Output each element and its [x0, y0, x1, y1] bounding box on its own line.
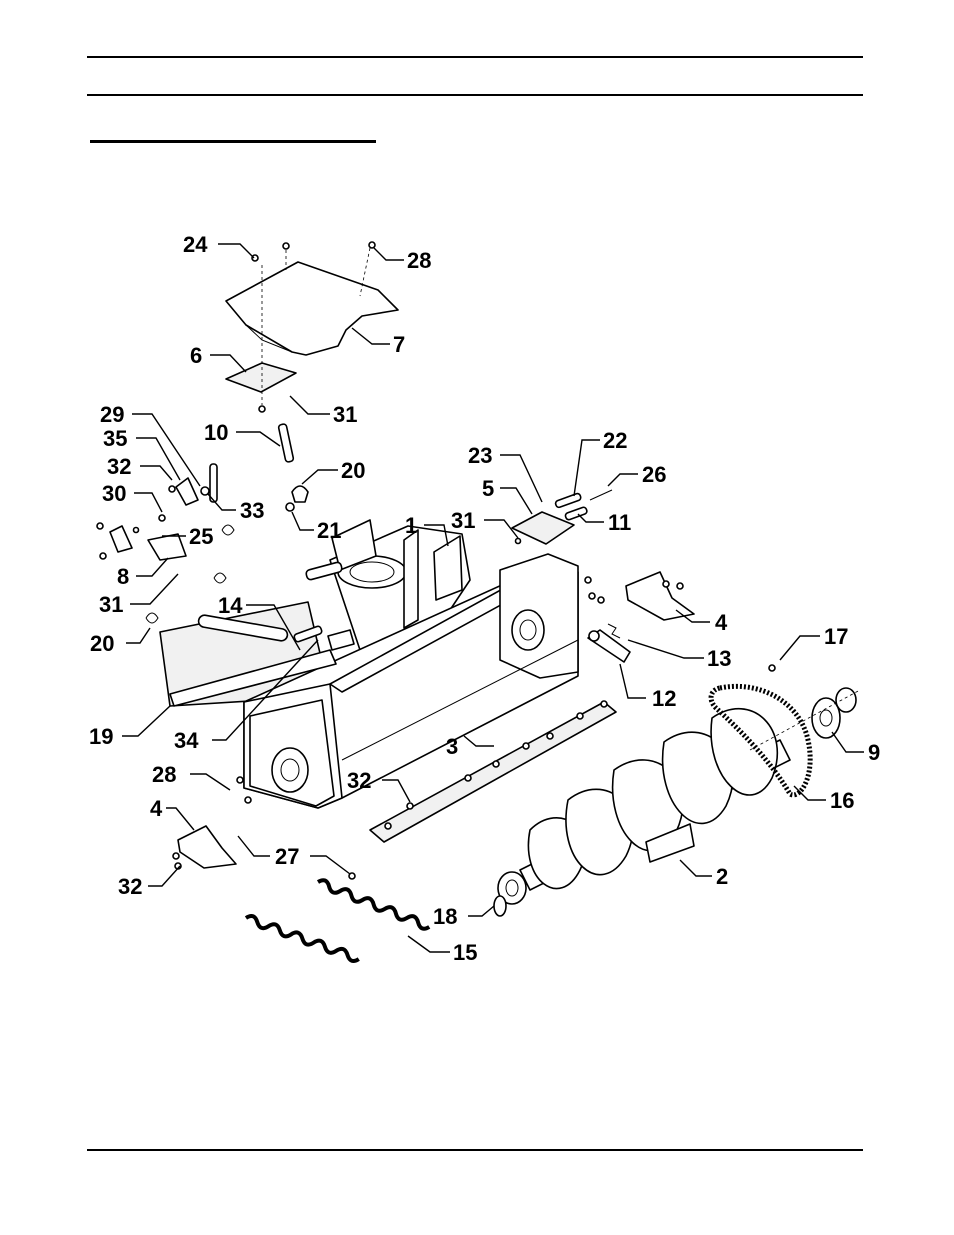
callout-18: 18: [433, 904, 457, 929]
callout-20-top: 20: [341, 458, 365, 483]
callout-32-left: 32: [107, 454, 131, 479]
callout-31-chute: 31: [451, 508, 475, 533]
callout-31-left: 31: [99, 592, 123, 617]
callout-27: 27: [275, 844, 299, 869]
callout-26: 26: [642, 462, 666, 487]
callout-23: 23: [468, 443, 492, 468]
callout-6: 6: [190, 343, 202, 368]
callout-5: 5: [482, 476, 494, 501]
top-cover-assembly: [226, 242, 398, 412]
callout-28: 28: [407, 248, 431, 273]
callout-11: 11: [608, 510, 631, 535]
skid-shoe-left: [173, 826, 236, 869]
main-housing: [160, 520, 604, 808]
callout-7: 7: [393, 332, 405, 357]
callout-16: 16: [830, 788, 854, 813]
callout-12: 12: [652, 686, 676, 711]
callout-20-left: 20: [90, 631, 114, 656]
callout-22: 22: [603, 428, 627, 453]
callout-8: 8: [117, 564, 129, 589]
callout-32-center: 32: [347, 768, 371, 793]
chute-rod: [278, 424, 294, 463]
callout-4-left: 4: [150, 796, 163, 821]
callout-17: 17: [824, 624, 848, 649]
callout-33: 33: [240, 498, 264, 523]
pivot-arm: [588, 624, 630, 662]
chute-parts: [512, 490, 612, 544]
callout-3: 3: [446, 734, 458, 759]
callout-29: 29: [100, 402, 124, 427]
callout-31-top: 31: [333, 402, 357, 427]
callout-15: 15: [453, 940, 477, 965]
callout-32-lower: 32: [118, 874, 142, 899]
callout-21: 21: [317, 518, 341, 543]
callout-25: 25: [189, 524, 213, 549]
callout-19: 19: [89, 724, 113, 749]
springs: [245, 878, 431, 963]
callout-24: 24: [183, 232, 208, 257]
skid-shoe-right: [626, 572, 694, 620]
callout-14: 14: [218, 593, 243, 618]
callout-34: 34: [174, 728, 199, 753]
callout-9: 9: [868, 740, 880, 765]
callout-10: 10: [204, 420, 228, 445]
callout-2: 2: [716, 864, 728, 889]
callout-13: 13: [707, 646, 731, 671]
callout-35: 35: [103, 426, 127, 451]
callout-1: 1: [405, 513, 417, 538]
callout-30: 30: [102, 481, 126, 506]
callout-28-lower: 28: [152, 762, 176, 787]
callout-4-right: 4: [715, 610, 728, 635]
